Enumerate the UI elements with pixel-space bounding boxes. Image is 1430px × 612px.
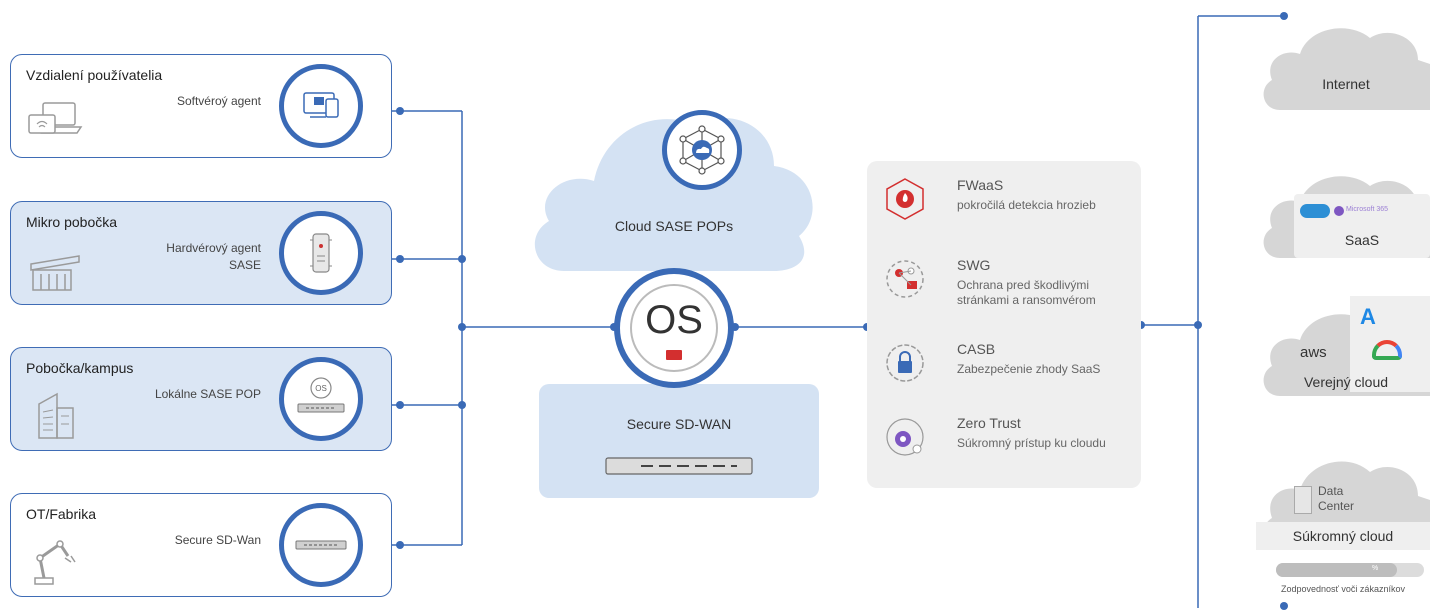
service-name: SWG [957, 257, 991, 273]
sdwan-appliance-icon [605, 457, 753, 475]
cloud-sase-shape [534, 118, 813, 271]
private-cloud-label-box: Súkromný cloud [1256, 522, 1430, 550]
responsibility-marker: % [1372, 565, 1379, 572]
microsoft-365-icon [1334, 206, 1344, 216]
responsibility-label: Zodpovednosť voči zákazníkov [1281, 584, 1405, 594]
cloud-sase-label: Cloud SASE POPs [614, 218, 734, 234]
service-casb: CASB Zabezpečenie zhody SaaS [867, 341, 1141, 421]
software-agent-icon [303, 92, 339, 118]
sase-hub-ring [662, 110, 742, 190]
security-services-panel: FWaaS pokročilá detekcia hrozieb SWG Och… [867, 161, 1141, 488]
google-cloud-icon [1372, 340, 1402, 360]
sdwan-box: Secure SD-WAN [539, 384, 819, 498]
endpoint-micro-branch: Mikro pobočka Hardvérový agent SASE [10, 201, 392, 305]
internet-label: Internet [1322, 76, 1370, 92]
service-name: FWaaS [957, 177, 1004, 193]
sdwan-device-ring [279, 503, 363, 587]
endpoint-branch-campus: Pobočka/kampus Lokálne SASE POP OS [10, 347, 392, 451]
endpoint-title: Pobočka/kampus [26, 360, 134, 376]
local-pop-icon: OS [297, 377, 345, 413]
service-zero-trust: Zero Trust Súkromný prístup ku cloudu [867, 415, 1141, 495]
endpoint-subtitle: Secure SD-Wan [174, 533, 261, 547]
data-center-icon [1294, 486, 1312, 514]
service-swg: SWG Ochrana pred škodlivými stránkami a … [867, 257, 1141, 337]
service-desc: Ochrana pred škodlivými stránkami a rans… [957, 278, 1096, 307]
endpoint-ot-factory: OT/Fabrika Secure SD-Wan [10, 493, 392, 597]
service-desc: Zabezpečenie zhody SaaS [957, 362, 1101, 376]
os-hub-ring: OS [614, 268, 734, 388]
data-center-label: Data Center [1318, 484, 1355, 513]
internet-cloud-shape [1263, 28, 1430, 110]
private-cloud-label: Súkromný cloud [1292, 528, 1394, 544]
sdwan-device-icon [295, 540, 347, 550]
svg-text:OS: OS [315, 384, 327, 393]
firewall-icon [886, 178, 924, 220]
public-cloud-label: Verejný cloud [1303, 374, 1389, 390]
hardware-agent-ring [279, 211, 363, 295]
endpoint-subtitle: Softvéroý agent [176, 94, 261, 108]
laptop-icon [28, 102, 83, 134]
zero-trust-icon [886, 418, 924, 456]
service-desc: Súkromný prístup ku cloudu [957, 436, 1106, 450]
fortinet-logo-icon [666, 350, 682, 360]
service-name: Zero Trust [957, 415, 1021, 431]
endpoint-subtitle: Lokálne SASE POP [154, 387, 261, 401]
endpoint-subtitle: Hardvérový agent SASE [166, 241, 261, 272]
robot-arm-icon [34, 540, 76, 585]
endpoint-title: OT/Fabrika [26, 506, 97, 522]
hardware-agent-icon [310, 233, 332, 273]
service-name: CASB [957, 341, 996, 357]
service-fwaas: FWaaS pokročilá detekcia hrozieb [867, 177, 1141, 257]
endpoint-title: Mikro pobočka [26, 214, 118, 230]
sdwan-label: Secure SD-WAN [626, 416, 732, 432]
azure-icon: A [1360, 304, 1376, 329]
service-desc: pokročilá detekcia hrozieb [957, 198, 1096, 212]
web-gateway-icon [886, 260, 924, 298]
microsoft-365-label: Microsoft 365 [1346, 206, 1389, 213]
lock-gear-icon [886, 344, 924, 382]
os-label: OS [645, 298, 703, 342]
aws-logo: aws [1300, 344, 1327, 361]
building-icon [38, 392, 74, 439]
saas-label: SaaS [1344, 232, 1380, 248]
endpoint-remote-users: Vzdialení používatelia Softvéroý agent [10, 54, 392, 158]
endpoint-title: Vzdialení používatelia [26, 67, 163, 83]
local-pop-ring: OS [279, 357, 363, 441]
public-cloud-logo-box: A [1350, 296, 1430, 392]
store-icon [30, 255, 80, 291]
salesforce-icon [1300, 204, 1330, 218]
responsibility-bar-fill [1276, 563, 1398, 577]
cloud-hub-icon [679, 125, 725, 175]
saas-logo-box: Microsoft 365 SaaS [1294, 194, 1430, 258]
software-agent-ring [279, 64, 363, 148]
responsibility-bar: % [1276, 563, 1424, 577]
